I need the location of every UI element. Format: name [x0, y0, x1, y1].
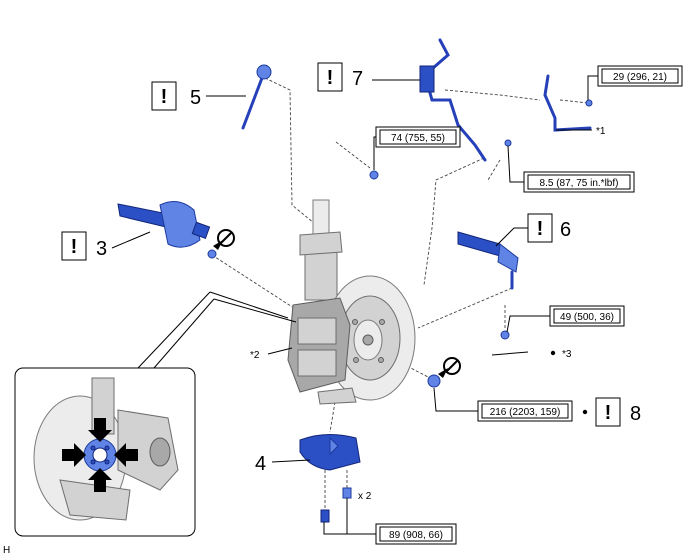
press-direction-arrows-icon [62, 418, 138, 492]
callout-number-7: 7 [352, 68, 363, 90]
caution-item-8: ! [595, 397, 621, 427]
note-star-3: *3 [562, 349, 572, 360]
lower-ball-joint [299, 434, 361, 523]
do-not-reuse-icon [438, 357, 461, 378]
torque-spec-89: 89 (908, 66) [323, 498, 457, 545]
illustration-code: H [3, 545, 10, 556]
torque-spec-49: 49 (500, 36) [506, 305, 625, 333]
svg-text:29 (296, 21): 29 (296, 21) [613, 72, 667, 83]
callout-number-6: 6 [560, 219, 571, 241]
black-dot-icon [582, 409, 588, 415]
detail-inset [14, 291, 297, 537]
svg-text:216 (2203, 159): 216 (2203, 159) [490, 407, 561, 418]
svg-text:8.5 (87, 75 in.*lbf): 8.5 (87, 75 in.*lbf) [540, 178, 619, 189]
callout-number-4: 4 [255, 453, 266, 475]
tie-rod-end [457, 231, 519, 340]
front-drive-shaft [117, 200, 217, 259]
caution-item-3: ! [61, 231, 87, 261]
svg-text:89 (908, 66): 89 (908, 66) [389, 530, 443, 541]
nut-74 [369, 170, 379, 180]
cotter-pin [491, 351, 529, 356]
exclamation-box-icon: ! [537, 218, 544, 240]
axle-hub-nut [427, 374, 441, 388]
exclamation-box-icon: ! [327, 67, 334, 89]
callout-number-8: 8 [630, 403, 641, 425]
do-not-reuse-icon [213, 229, 235, 250]
black-dot-icon [550, 350, 556, 356]
torque-spec-8-5: 8.5 (87, 75 in.*lbf) [507, 145, 635, 193]
exclamation-box-icon: ! [605, 402, 612, 424]
torque-spec-74: 74 (755, 55) [373, 126, 461, 170]
quantity-label: x 2 [358, 491, 372, 502]
torque-spec-216: 216 (2203, 159) [433, 387, 573, 422]
caution-item-7: ! [317, 62, 343, 92]
callout-number-5: 5 [190, 87, 201, 109]
stabilizer-link [241, 64, 272, 130]
caution-item-5: ! [151, 81, 177, 111]
note-star-2: *2 [250, 350, 260, 361]
exclamation-box-icon: ! [71, 236, 78, 258]
exclamation-box-icon: ! [161, 86, 168, 108]
svg-text:74 (755, 55): 74 (755, 55) [391, 133, 445, 144]
steering-knuckle-assembly [287, 199, 416, 405]
svg-text:49 (500, 36): 49 (500, 36) [560, 312, 614, 323]
callout-number-3: 3 [96, 238, 107, 260]
caution-item-6: ! [527, 213, 553, 243]
note-star-1: *1 [596, 126, 606, 137]
speed-sensor-harness [419, 38, 593, 162]
torque-spec-29: 29 (296, 21) [587, 65, 683, 100]
